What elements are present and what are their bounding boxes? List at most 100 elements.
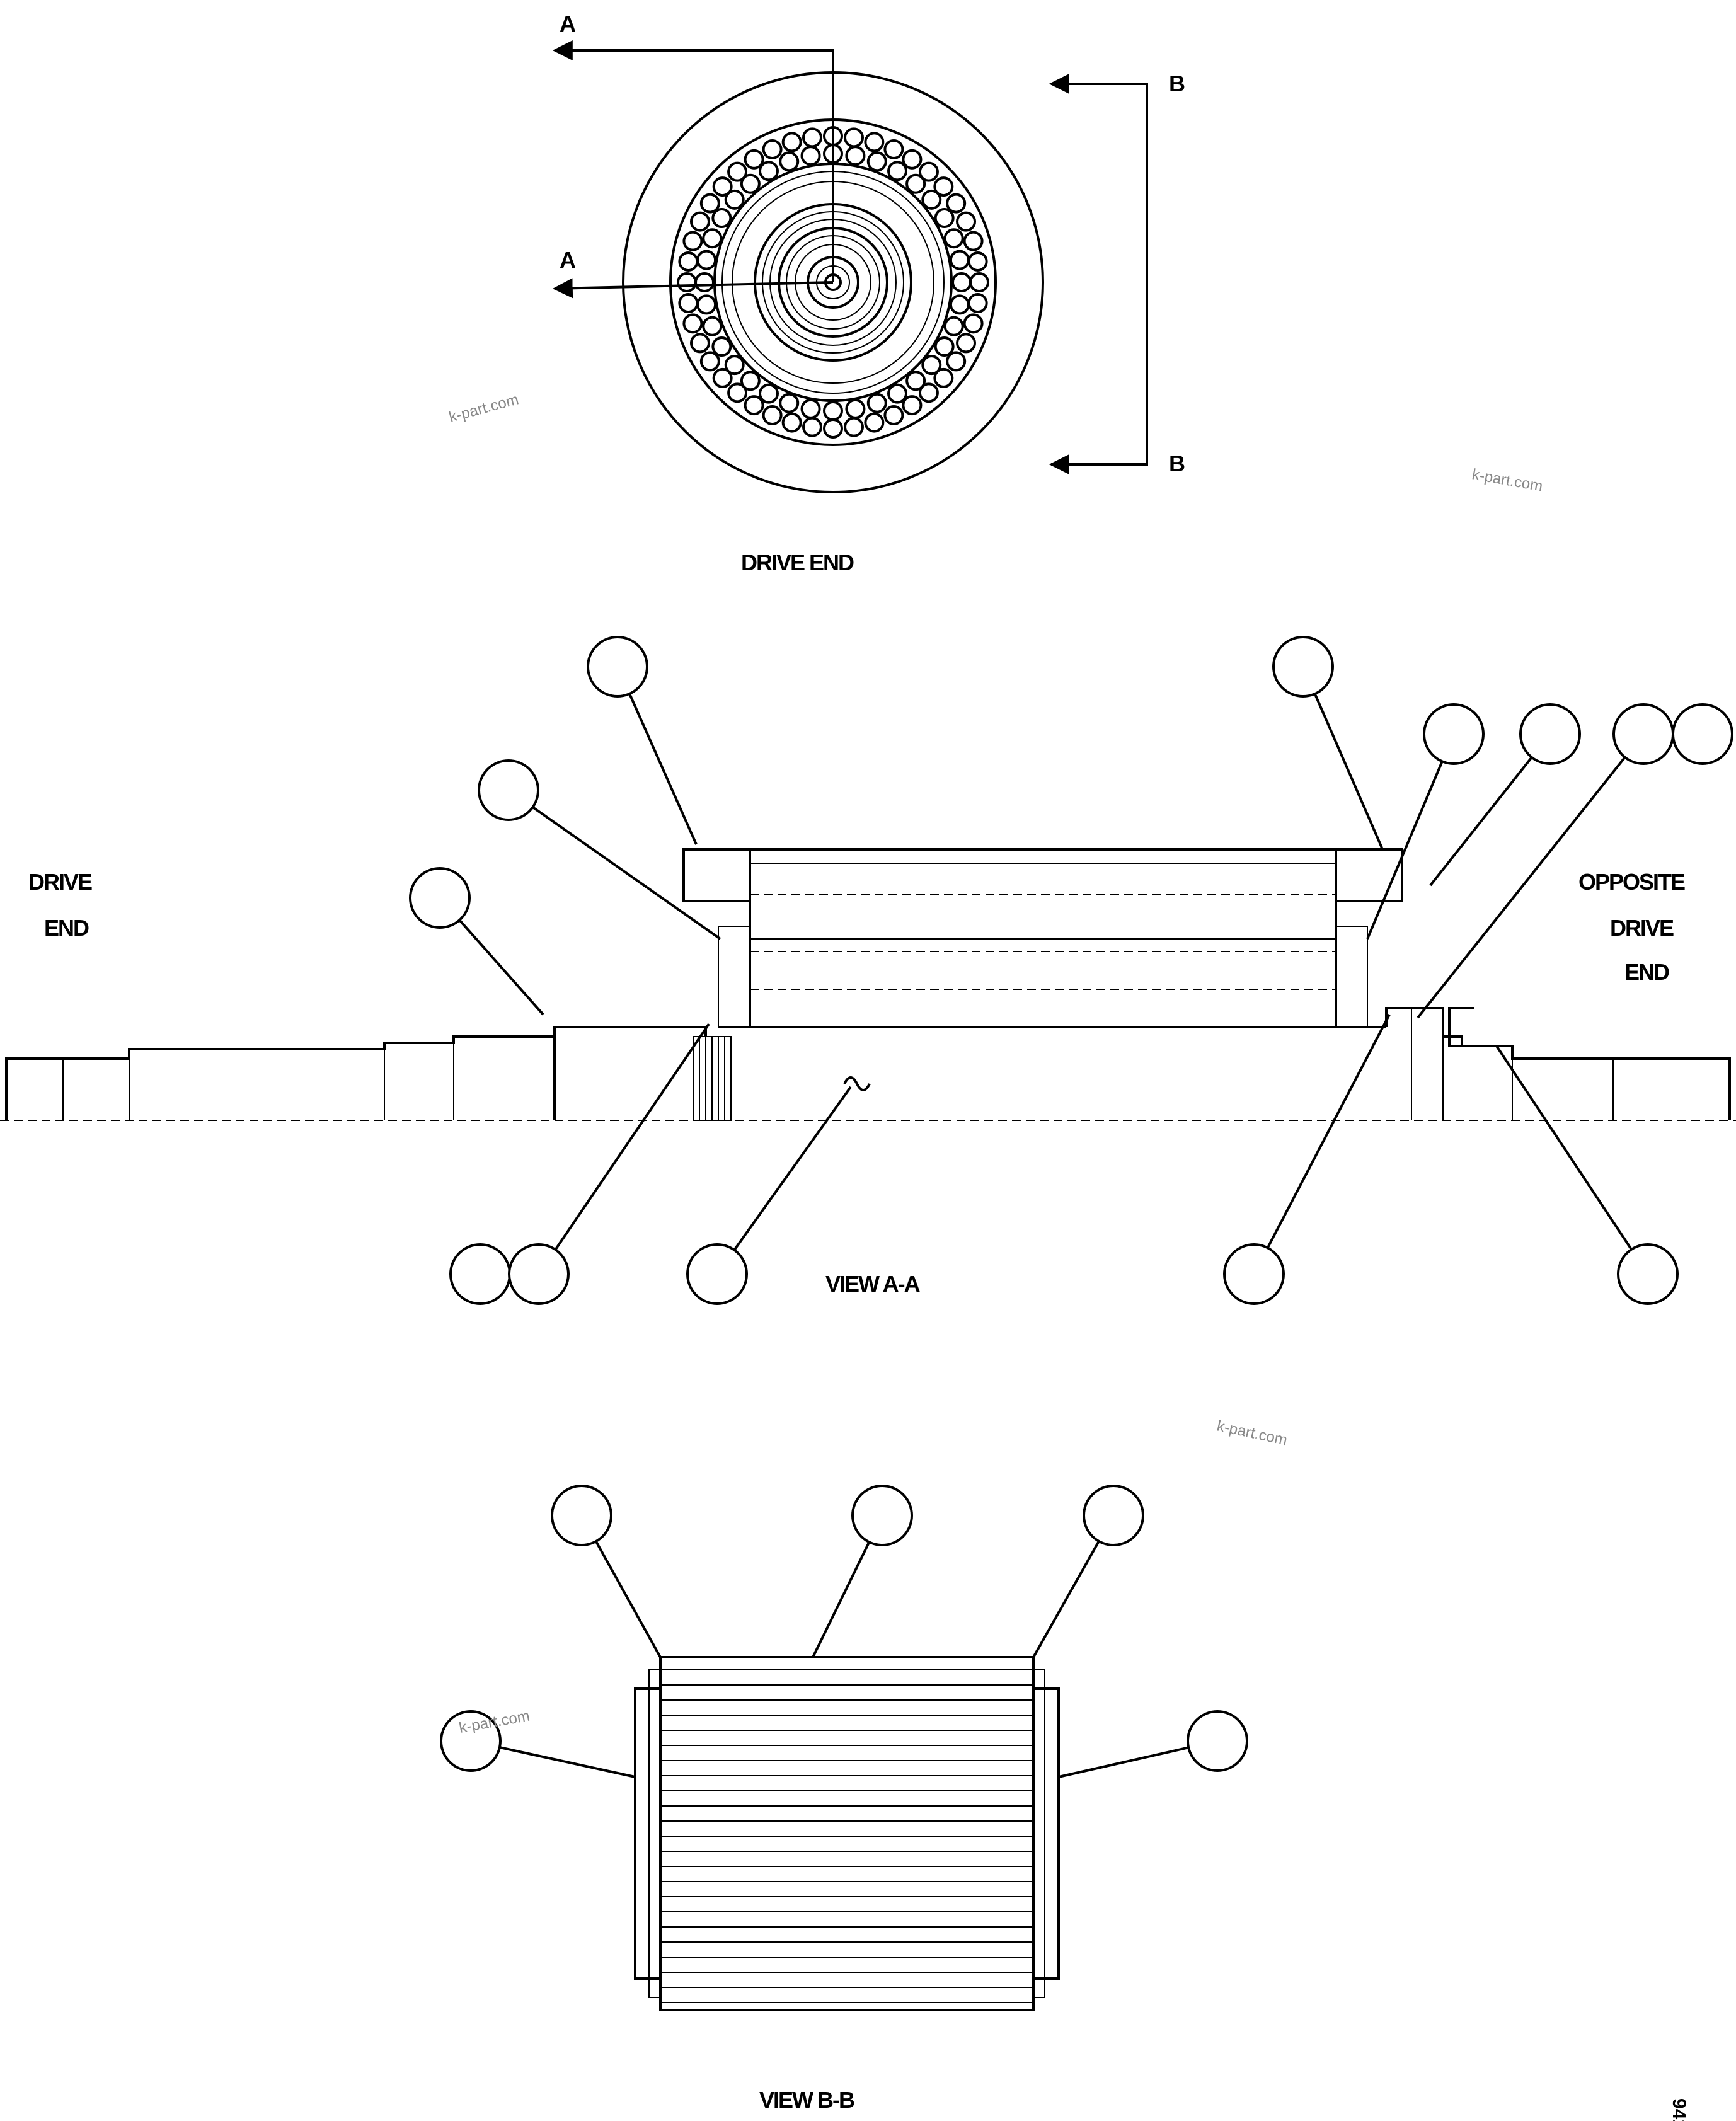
drive-end-view-title: DRIVE END xyxy=(741,549,854,575)
bar-hole xyxy=(696,250,717,270)
callout-balloon xyxy=(1187,1710,1248,1772)
bar-hole xyxy=(905,173,926,194)
bar-hole xyxy=(921,189,942,210)
bar-hole xyxy=(887,383,907,404)
section-mark-b-bottom: B xyxy=(1169,451,1185,476)
drawing-number: 94102 xyxy=(1669,2098,1689,2121)
bar-hole xyxy=(946,193,967,214)
view-a-title: VIEW A-A xyxy=(825,1271,921,1297)
armature-core-section xyxy=(682,848,1403,1028)
bar-hole xyxy=(696,294,717,315)
bar-hole xyxy=(956,333,977,354)
bar-hole xyxy=(802,127,822,148)
bar-hole xyxy=(963,313,984,334)
bar-hole xyxy=(699,193,720,214)
callout-balloon xyxy=(551,1485,612,1546)
bar-hole xyxy=(711,208,732,228)
bar-hole xyxy=(800,146,821,166)
view-b-b-armature xyxy=(634,1656,1060,2011)
bar-hole xyxy=(762,405,783,426)
bar-hole xyxy=(943,228,964,249)
callout-balloon xyxy=(1272,636,1334,698)
bar-hole xyxy=(699,351,720,372)
bar-hole xyxy=(946,351,967,372)
section-mark-a-top: A xyxy=(560,11,576,37)
callout-balloon xyxy=(478,759,539,821)
bar-hole xyxy=(712,367,733,388)
bar-hole xyxy=(702,316,723,336)
bar-hole xyxy=(678,293,699,314)
bar-holes-ring xyxy=(677,126,989,439)
bar-hole xyxy=(781,132,802,152)
drive-label-line1: DRIVE xyxy=(28,869,92,895)
bar-hole xyxy=(949,294,970,315)
callout-balloon xyxy=(1223,1243,1285,1305)
section-mark-a-bottom: A xyxy=(560,247,576,273)
bar-hole xyxy=(933,176,954,197)
bar-hole xyxy=(883,405,904,426)
bar-hole xyxy=(864,412,885,433)
bar-hole xyxy=(866,393,887,413)
opposite-label-line2: DRIVE xyxy=(1610,915,1674,941)
bar-hole xyxy=(781,412,802,433)
bar-hole xyxy=(823,418,843,439)
callout-balloon xyxy=(1519,703,1581,765)
bar-hole xyxy=(682,231,703,251)
callout-balloon xyxy=(1672,703,1733,765)
bar-hole xyxy=(823,401,843,421)
view-b-callouts xyxy=(440,1485,1248,1778)
bar-hole xyxy=(712,176,733,197)
bar-hole xyxy=(740,371,761,391)
armature-bar-lines xyxy=(660,1669,1033,2003)
callout-balloon xyxy=(587,636,648,698)
watermark: k-part.com xyxy=(1471,466,1544,495)
bar-hole xyxy=(678,251,699,272)
bar-hole xyxy=(762,139,783,159)
bar-hole xyxy=(724,189,745,210)
callout-balloon xyxy=(449,1243,511,1305)
bar-hole xyxy=(934,208,955,228)
bar-hole xyxy=(969,272,989,292)
section-a-cutting-line: A A xyxy=(552,11,834,299)
opposite-label-line3: END xyxy=(1624,959,1669,985)
view-b-title: VIEW B-B xyxy=(759,2087,854,2113)
commutator-fins xyxy=(693,1036,732,1121)
section-b-cutting-line: B B xyxy=(1049,71,1186,476)
bar-hole xyxy=(921,355,942,376)
bar-hole xyxy=(694,272,715,292)
bar-hole xyxy=(740,173,761,194)
callout-balloon xyxy=(508,1243,570,1305)
bar-hole xyxy=(727,161,748,182)
bar-hole xyxy=(845,146,866,166)
callout-balloon xyxy=(851,1485,913,1546)
callout-balloon xyxy=(686,1243,748,1305)
bar-hole xyxy=(905,371,926,391)
bar-hole xyxy=(800,398,821,419)
bar-hole xyxy=(902,395,923,416)
bar-hole xyxy=(949,250,970,270)
bar-hole xyxy=(943,316,964,336)
drive-label-line2: END xyxy=(44,915,89,941)
watermark: k-part.com xyxy=(1216,1417,1289,1449)
watermark: k-part.com xyxy=(447,391,520,425)
bar-hole xyxy=(727,382,748,403)
view-a-callouts xyxy=(409,636,1733,1305)
bar-hole xyxy=(744,149,764,170)
bar-hole xyxy=(967,251,988,272)
bar-hole xyxy=(934,336,955,357)
bar-hole xyxy=(866,151,887,172)
callout-balloon xyxy=(1083,1485,1144,1546)
bar-hole xyxy=(844,127,865,148)
bar-hole xyxy=(887,161,907,181)
bar-hole xyxy=(779,393,800,413)
bar-hole xyxy=(724,355,745,376)
bar-hole xyxy=(689,211,710,232)
bar-hole xyxy=(902,149,923,170)
bar-hole xyxy=(918,161,939,182)
bar-hole xyxy=(682,313,703,334)
bar-hole xyxy=(844,417,865,437)
bar-hole xyxy=(933,367,954,388)
bar-hole xyxy=(883,139,904,159)
view-a-a-section xyxy=(0,848,1736,1121)
callout-balloon xyxy=(440,1710,502,1772)
